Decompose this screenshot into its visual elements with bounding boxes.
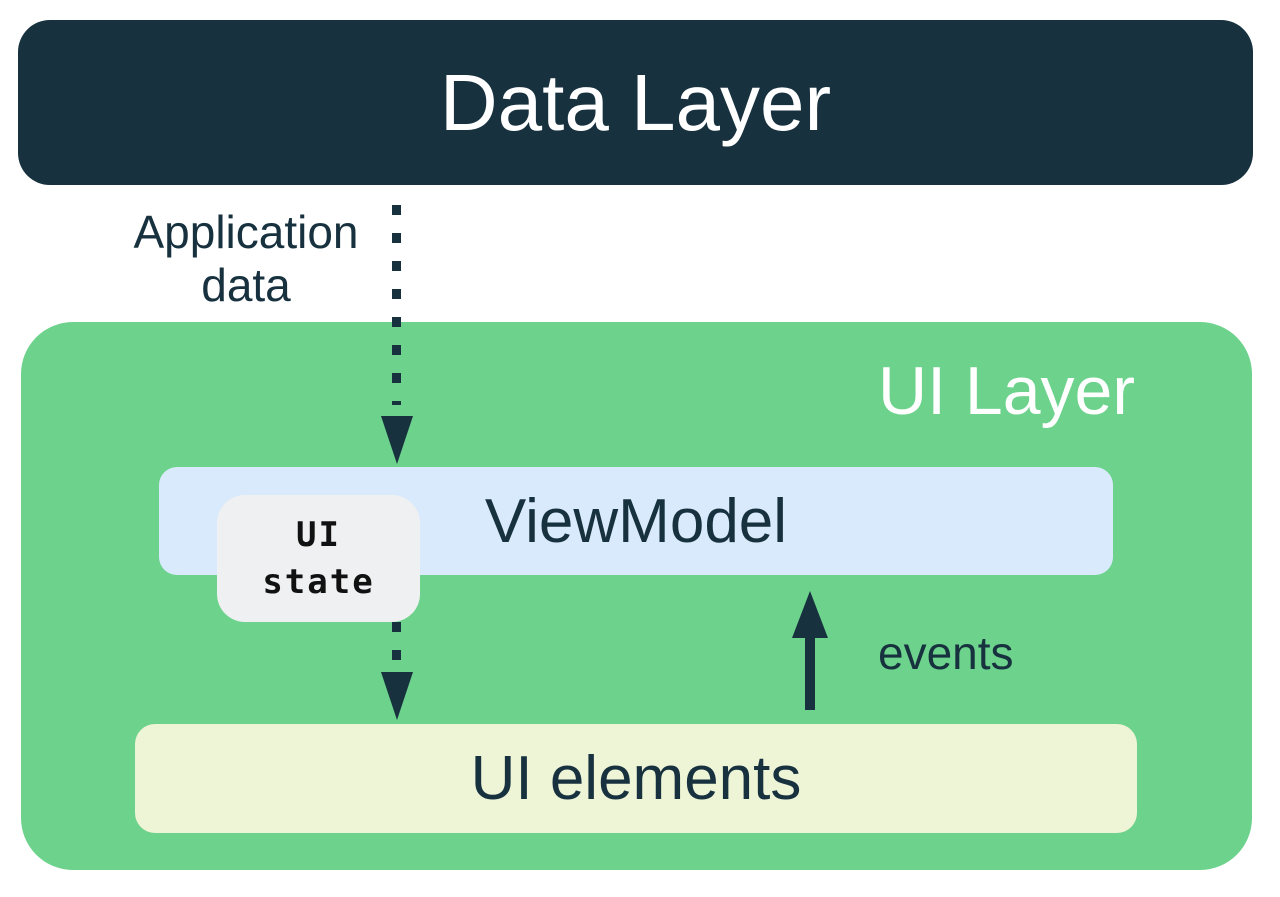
ui-state-badge-line2: state bbox=[262, 561, 375, 602]
events-arrow-shaft bbox=[805, 634, 815, 710]
ui-layer-title: UI Layer bbox=[878, 353, 1135, 429]
events-arrowhead-icon bbox=[792, 591, 828, 638]
data-layer-box: Data Layer bbox=[18, 20, 1253, 185]
ui-state-badge-line1: UI bbox=[296, 514, 341, 555]
ui-state-arrowhead-icon bbox=[381, 672, 413, 720]
ui-elements-box: UI elements bbox=[135, 724, 1137, 833]
application-data-label-line1: Application bbox=[133, 206, 359, 258]
data-layer-title: Data Layer bbox=[439, 57, 832, 147]
ui-state-arrow-line bbox=[392, 622, 401, 672]
application-data-label-line2: data bbox=[201, 259, 291, 311]
application-data-label: Application data bbox=[96, 206, 396, 312]
events-label: events bbox=[878, 627, 1014, 679]
ui-state-badge: UI state bbox=[217, 495, 420, 622]
application-data-arrow-line bbox=[392, 205, 401, 405]
viewmodel-label: ViewModel bbox=[484, 486, 788, 556]
application-data-arrowhead-icon bbox=[381, 416, 413, 464]
ui-elements-label: UI elements bbox=[470, 744, 802, 813]
